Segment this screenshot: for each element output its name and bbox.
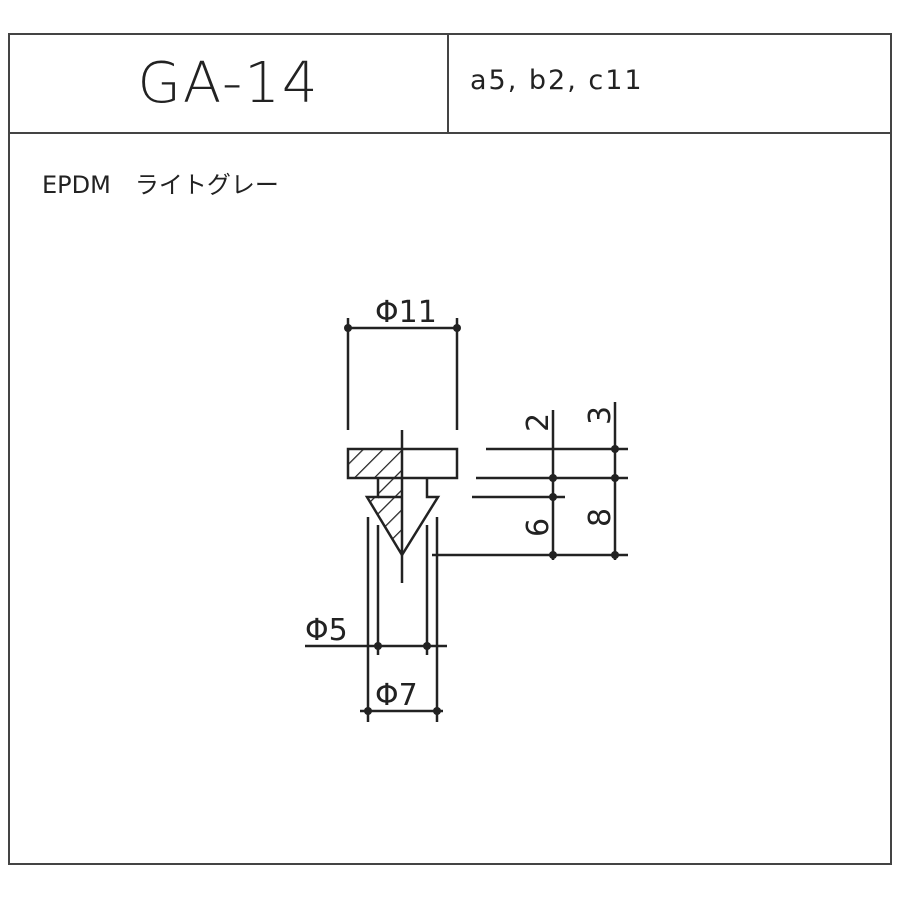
part-section [346, 430, 459, 583]
dimension-lines [305, 318, 628, 722]
dim-d5: Φ5 [305, 613, 348, 648]
dim-8: 8 [583, 508, 618, 527]
material-label: EPDM ライトグレー [42, 171, 279, 199]
dim-d7: Φ7 [375, 678, 418, 713]
dim-6: 6 [521, 518, 556, 537]
size-list: a5, b2, c11 [470, 65, 644, 96]
drawing-frame: GA-14 a5, b2, c11 EPDM ライトグレー [8, 33, 892, 865]
header-row: GA-14 a5, b2, c11 [10, 35, 890, 134]
dim-3: 3 [583, 406, 618, 425]
dim-d11: Φ11 [375, 295, 437, 330]
part-code: GA-14 [10, 35, 449, 132]
dim-2: 2 [521, 413, 556, 432]
